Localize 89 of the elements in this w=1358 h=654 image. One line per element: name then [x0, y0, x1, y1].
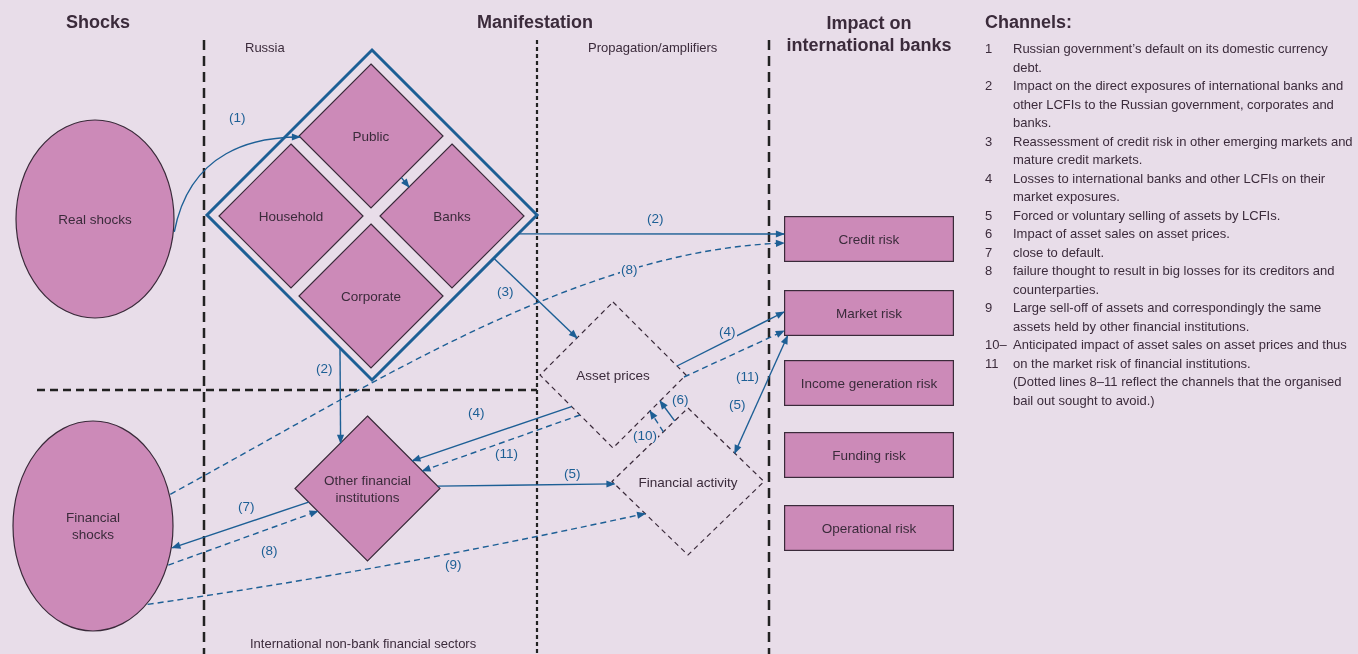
node-label: Market risk — [836, 304, 902, 322]
dashed-arrow — [421, 414, 581, 472]
channel-number: 6 — [985, 225, 994, 243]
channel-number: 8 — [985, 262, 994, 280]
region-label: International non-bank financial sectors — [250, 636, 477, 651]
arrow — [411, 405, 573, 462]
dashed-arrow — [146, 511, 647, 606]
diamond-frame — [207, 50, 537, 380]
arrow — [659, 400, 676, 422]
region-label: Russia — [245, 40, 285, 55]
process-box — [784, 290, 954, 336]
edge-label: (6) — [671, 392, 690, 407]
edge-label: (3) — [496, 284, 515, 299]
column-heading: Manifestation — [476, 11, 594, 33]
channel-description: Large sell-off of assets and correspondingly the same assets held by other financial institutions. — [1013, 299, 1323, 336]
channel-number: 11 — [985, 354, 1000, 373]
edge-label: (10) — [632, 428, 658, 443]
channel-description: failure thought to result in big losses for its creditors and counterparties. — [1013, 262, 1336, 299]
column-heading: Shocks — [65, 11, 131, 33]
channel-description: Anticipated impact of asset sales on asset prices and thus on the market risk of financial institutions. — [1013, 336, 1348, 373]
edge-label: (9) — [444, 557, 463, 572]
diamond-node — [219, 144, 363, 288]
node-label: Household — [257, 207, 325, 225]
process-box — [784, 216, 954, 262]
edge-label: (11) — [735, 369, 760, 384]
channel-number: 2 — [985, 77, 994, 95]
dashed-diamond-node — [540, 302, 686, 448]
node-label: Credit risk — [838, 230, 900, 248]
channel-number: 7 — [985, 243, 994, 262]
node-label: Financial activity — [637, 473, 739, 490]
channel-description: Forced or voluntary selling of assets by LCFIs. — [1013, 206, 1282, 225]
edge-label: (1) — [228, 110, 247, 125]
node-label: Public — [351, 127, 391, 145]
arrow — [734, 335, 789, 454]
channel-number: 4 — [985, 169, 994, 188]
arrow — [171, 501, 310, 549]
node-label: Real shocks — [58, 210, 132, 228]
arrow — [493, 257, 578, 339]
node-label: Income generation risk — [800, 374, 938, 392]
dashed-arrow — [167, 510, 319, 566]
edge-label: (7) — [237, 499, 256, 514]
node-label: Financial shocks — [65, 509, 121, 543]
channel-number: 9 — [985, 299, 994, 317]
edge-label: (4) — [718, 324, 737, 339]
dashed-arrow — [683, 330, 785, 378]
arrow — [400, 176, 410, 188]
edge-label: (2) — [315, 361, 334, 376]
channel-description: Russian government’s default on its domestic currency debt. — [1013, 40, 1329, 77]
node-label: Asset prices — [575, 366, 651, 384]
channel-description: Impact on the direct exposures of international banks and other LCFIs to the Russian government, corporates and banks. — [1013, 77, 1345, 132]
diamond-node — [299, 64, 443, 208]
arrow — [336, 347, 345, 444]
ellipse-node — [12, 420, 174, 632]
edge-label: (11) — [494, 446, 519, 461]
arrow — [517, 230, 785, 238]
node-label: Corporate — [340, 287, 402, 305]
ellipse-node — [15, 119, 175, 319]
diamond-node — [295, 416, 440, 561]
channel-number: 10– — [985, 336, 1008, 354]
process-box — [784, 505, 954, 551]
arrow — [173, 133, 301, 233]
edge-label: (8) — [620, 262, 639, 277]
edge-label: (2) — [646, 211, 665, 226]
channel-description: Impact of asset sales on asset prices. — [1013, 225, 1231, 243]
dashed-arrow — [169, 240, 785, 495]
channel-description: close to default. — [1013, 243, 1106, 262]
edge-label: (5) — [563, 466, 582, 481]
node-label: Other financial institutions — [323, 471, 412, 506]
edge-label: (4) — [467, 405, 486, 420]
dashed-arrow — [649, 410, 665, 433]
channel-number: 1 — [985, 40, 994, 58]
channel-description: (Dotted lines 8–11 reflect the channels that the organised bail out sought to avoid.) — [1013, 373, 1343, 410]
arrow — [676, 311, 785, 367]
channel-description: Reassessment of credit risk in other emerging markets and mature credit markets. — [1013, 132, 1354, 169]
node-label: Banks — [432, 207, 472, 225]
process-box — [784, 360, 954, 406]
channel-number: 3 — [985, 132, 994, 151]
arrow — [436, 480, 616, 488]
process-box — [784, 432, 954, 478]
edge-label: (8) — [260, 543, 279, 558]
channel-description: Losses to international banks and other LCFIs on their market exposures. — [1013, 169, 1327, 206]
diamond-node — [380, 144, 524, 288]
column-heading: Impact on international banks — [785, 12, 953, 56]
node-label: Operational risk — [821, 519, 917, 537]
list-heading: Channels: — [985, 11, 1072, 33]
node-label: Funding risk — [832, 446, 906, 464]
edge-label: (5) — [728, 397, 747, 412]
channel-number: 5 — [985, 206, 994, 225]
region-label: Propagation/amplifiers — [588, 40, 718, 55]
